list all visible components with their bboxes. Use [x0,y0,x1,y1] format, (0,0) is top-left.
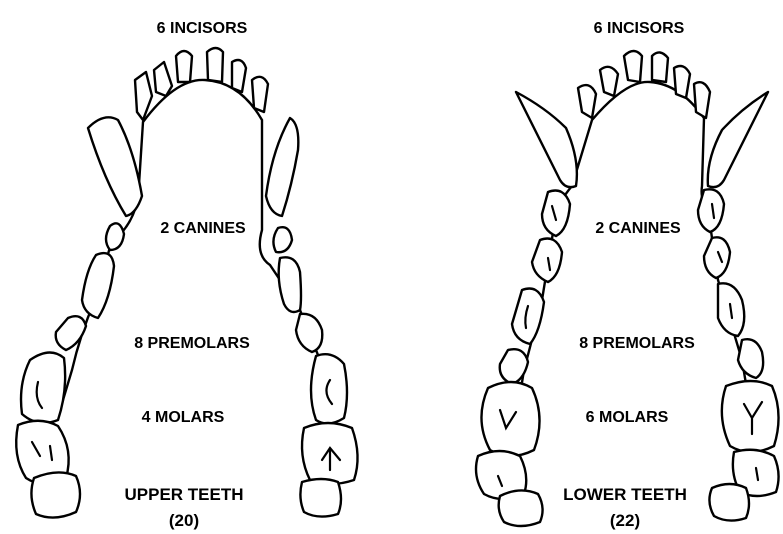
upper-premolars-left [56,223,124,350]
upper-molars-label: 4 MOLARS [142,409,225,426]
upper-title: UPPER TEETH [124,485,243,504]
upper-premolars-label: 8 PREMOLARS [134,335,250,352]
upper-incisors-label: 6 INCISORS [157,20,248,37]
lower-incisors [578,51,710,118]
lower-premolars-label: 8 PREMOLARS [579,335,695,352]
lower-jaw: 6 INCISORS 2 CANINES 8 PREMOLARS 6 MOLAR… [476,20,779,530]
lower-premolars-right [698,189,763,378]
upper-canine-right [266,118,298,216]
lower-canine-right [708,92,768,187]
upper-premolars-right [273,227,322,352]
lower-title: LOWER TEETH [563,485,687,504]
lower-count: (22) [610,511,640,530]
lower-molars-left [476,382,543,526]
upper-canine-left [88,117,142,216]
lower-canine-left [516,92,577,187]
lower-molars-label: 6 MOLARS [586,409,669,426]
lower-molars-right [709,381,778,521]
lower-canines-label: 2 CANINES [595,220,681,237]
upper-canines-label: 2 CANINES [160,220,246,237]
upper-molars-right [300,354,357,516]
upper-count: (20) [169,511,199,530]
lower-premolars-left [500,191,570,385]
upper-jaw: 6 INCISORS 2 CANINES 8 PREMOLARS 4 MOLAR… [16,20,357,530]
lower-incisors-label: 6 INCISORS [594,20,685,37]
